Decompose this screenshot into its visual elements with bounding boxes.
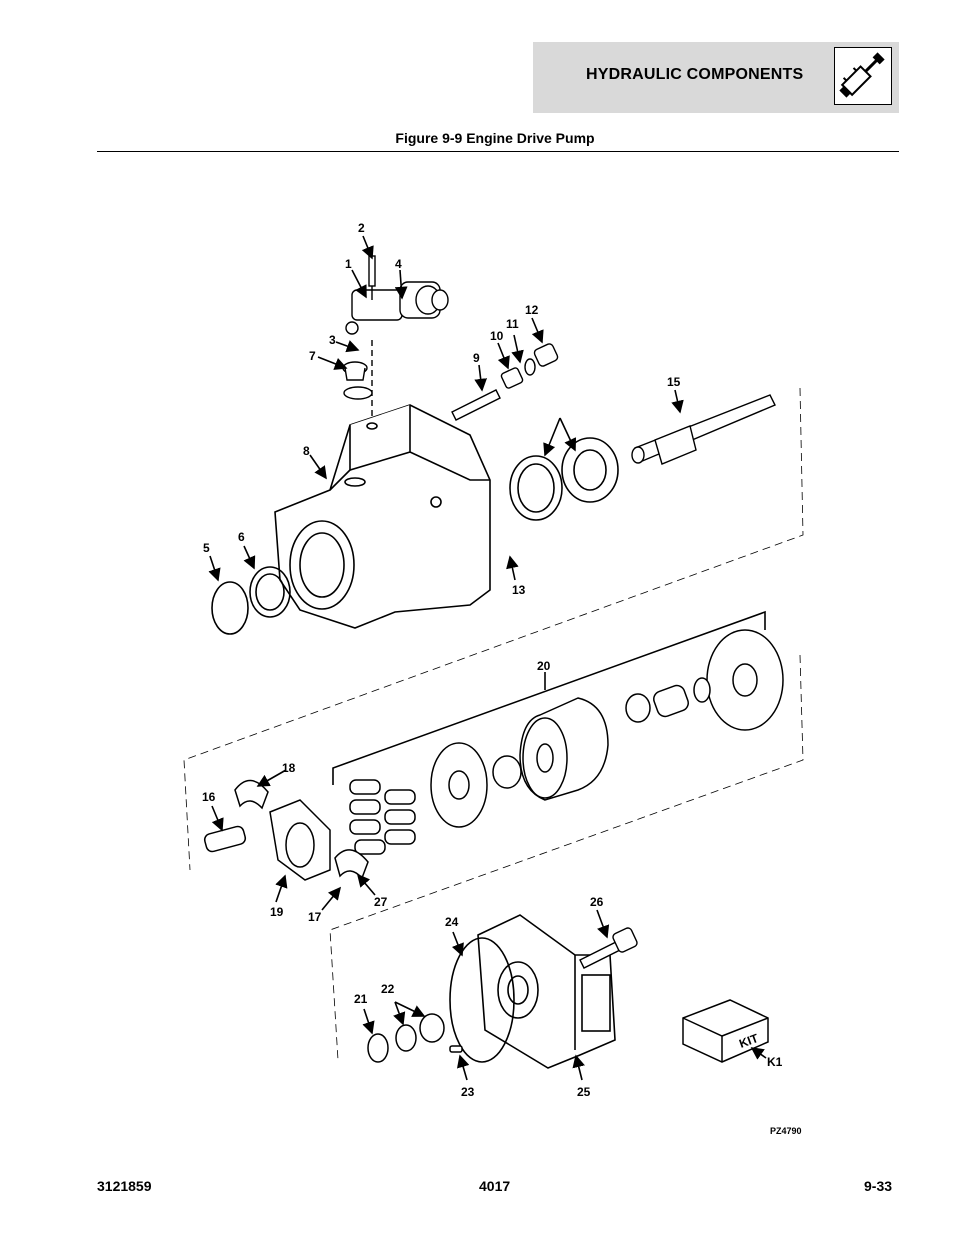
callout-labels: 2 1 4 3 7 8 9 10 11 12 15 13 5 6 20 18 1… xyxy=(202,221,802,1136)
callout-5: 5 xyxy=(203,541,210,555)
rotating-group xyxy=(203,629,784,881)
callout-25: 25 xyxy=(577,1085,591,1099)
callout-6: 6 xyxy=(238,530,245,544)
callout-7: 7 xyxy=(309,349,316,363)
footer-model: 4017 xyxy=(479,1178,511,1194)
pump-housing xyxy=(274,404,491,629)
callout-11: 11 xyxy=(506,317,519,331)
drawing-id: PZ4790 xyxy=(770,1126,802,1136)
footer-page-number: 9-33 xyxy=(864,1178,893,1194)
callout-4: 4 xyxy=(395,257,402,271)
callout-21: 21 xyxy=(354,992,368,1006)
drive-shaft xyxy=(631,394,776,465)
control-valve xyxy=(345,255,449,420)
callout-2: 2 xyxy=(358,221,365,235)
kit-box xyxy=(682,999,769,1063)
callout-18: 18 xyxy=(282,761,296,775)
callout-1: 1 xyxy=(345,257,352,271)
callout-10: 10 xyxy=(490,329,504,343)
callout-16: 16 xyxy=(202,790,216,804)
callout-27: 27 xyxy=(374,895,388,909)
callout-20: 20 xyxy=(537,659,551,673)
callout-3: 3 xyxy=(329,333,336,347)
callout-15: 15 xyxy=(667,375,681,389)
callout-9: 9 xyxy=(473,351,480,365)
footer-doc-number: 3121859 xyxy=(97,1178,152,1194)
callout-24: 24 xyxy=(445,915,459,929)
section-title: HYDRAULIC COMPONENTS xyxy=(586,66,804,83)
callout-26: 26 xyxy=(590,895,604,909)
callout-22: 22 xyxy=(381,982,395,996)
callout-8: 8 xyxy=(303,444,310,458)
callout-12: 12 xyxy=(525,303,539,317)
header-rule xyxy=(97,151,899,152)
callout-17: 17 xyxy=(308,910,322,924)
callout-23: 23 xyxy=(461,1085,475,1099)
end-cover xyxy=(449,914,616,1069)
callout-13: 13 xyxy=(512,583,526,597)
hydraulic-cylinder-icon xyxy=(834,47,892,105)
callout-k1: K1 xyxy=(767,1055,783,1069)
callout-19: 19 xyxy=(270,905,284,919)
kit-label: KIT xyxy=(737,1031,761,1051)
figure-title: Figure 9-9 Engine Drive Pump xyxy=(395,130,595,146)
